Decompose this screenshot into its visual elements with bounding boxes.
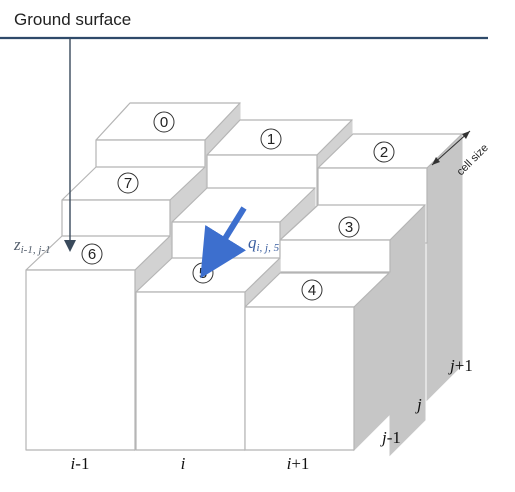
flux-label: qi, j, 5 xyxy=(248,233,280,254)
elevation-label: zi-1, j-1 xyxy=(13,235,51,256)
cell-6-number: 6 xyxy=(88,246,96,263)
cell-1-number: 1 xyxy=(267,131,275,148)
elevation-label-sub: i-1, j-1 xyxy=(21,244,51,256)
cell-5-marker: 5 xyxy=(192,262,214,284)
column-label-i: i xyxy=(181,454,186,473)
cell-4-number: 4 xyxy=(308,282,316,299)
flux-arrow xyxy=(200,206,247,279)
column-label-i-minus-1: i-1 xyxy=(71,454,90,473)
row-label-j: j xyxy=(415,395,422,414)
cell-1-marker: 1 xyxy=(260,128,282,150)
elevation-arrow-head xyxy=(64,240,76,252)
column-label-i-plus-1: i+1 xyxy=(287,454,310,473)
cell-2-number: 2 xyxy=(380,144,388,161)
cell-7-number: 7 xyxy=(124,175,132,192)
cell-4-marker: 4 xyxy=(301,279,323,301)
cell-0-marker: 0 xyxy=(153,111,175,133)
row-label-j-minus-1: j-1 xyxy=(380,428,401,447)
cell-4-block xyxy=(244,271,390,452)
cell-3-number: 3 xyxy=(345,219,353,236)
flux-label-sub: i, j, 5 xyxy=(257,242,280,254)
ground-surface-label: Ground surface xyxy=(14,10,131,29)
cell-5-number: 5 xyxy=(199,265,207,282)
cell-3-marker: 3 xyxy=(338,216,360,238)
cell-7-marker: 7 xyxy=(117,172,139,194)
row-label-j-plus-1: j+1 xyxy=(448,356,473,375)
cell-6-marker: 6 xyxy=(81,243,103,265)
cell-2-marker: 2 xyxy=(373,141,395,163)
cell-0-number: 0 xyxy=(160,114,168,131)
